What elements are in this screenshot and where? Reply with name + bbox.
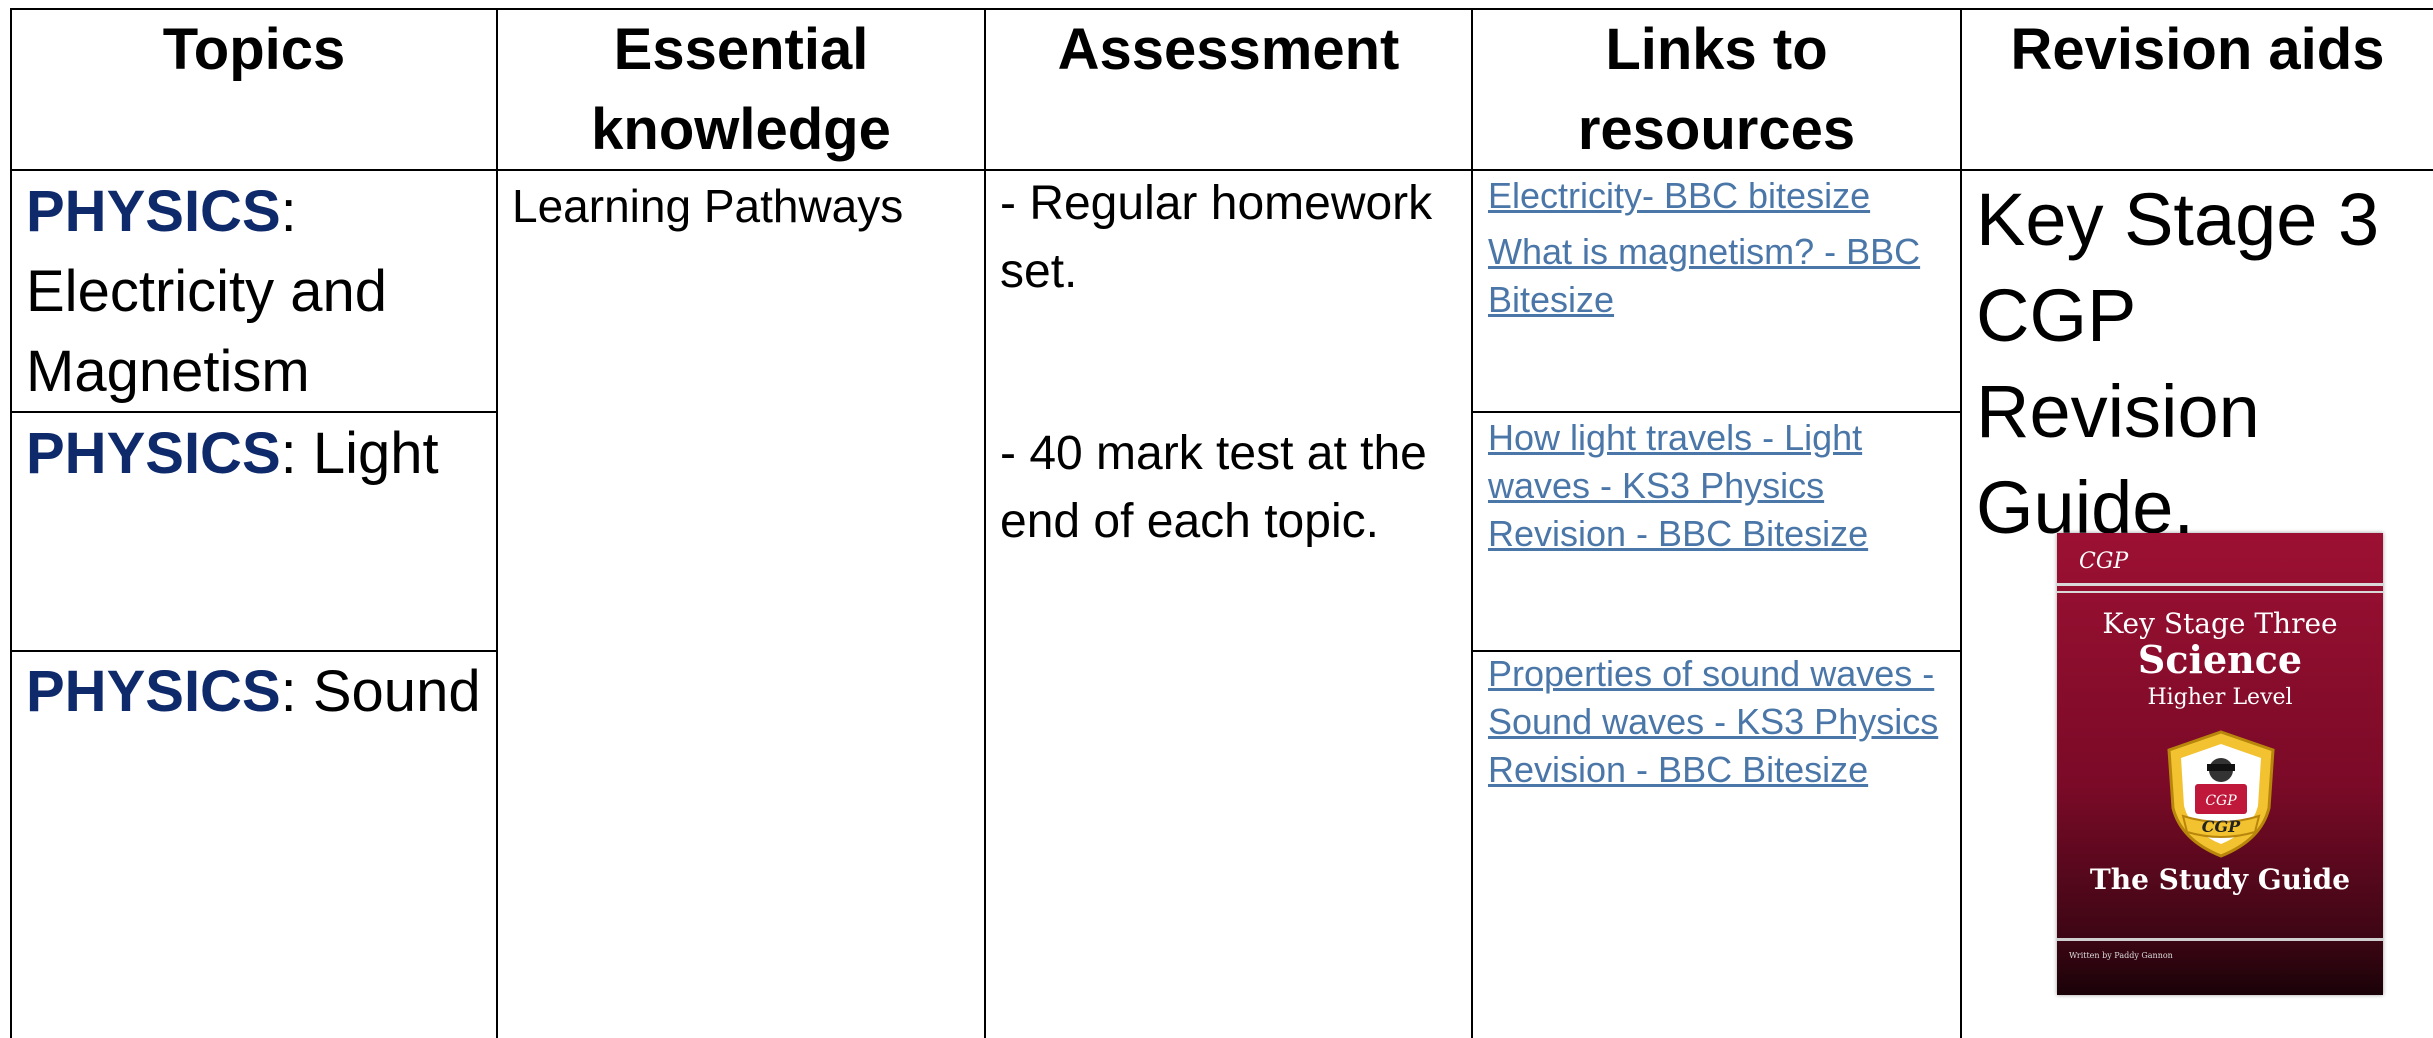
book-stripe xyxy=(2057,583,2383,586)
book-brand: CGP xyxy=(2079,549,2129,574)
row-divider-links-1 xyxy=(1471,411,1961,413)
cgp-crest-icon: CGP CGP xyxy=(2167,730,2275,858)
topic-keyword: PHYSICS xyxy=(26,179,281,244)
assessment-homework-line1: - Regular homework xyxy=(1000,177,1433,230)
header-revision-label: Revision aids xyxy=(2010,17,2385,82)
row-divider-topics-2 xyxy=(10,650,497,652)
header-topics: Topics xyxy=(12,10,496,90)
header-divider xyxy=(10,169,2433,171)
assessment-test: - 40 mark test at the end of each topic. xyxy=(1000,420,1450,556)
header-revision-aids: Revision aids xyxy=(1962,10,2433,90)
header-links-line2: resources xyxy=(1577,97,1856,162)
links-sound: Properties of sound waves - Sound waves … xyxy=(1488,650,1958,794)
topic-keyword: PHYSICS xyxy=(26,659,281,724)
link-properties-of-sound-waves[interactable]: Properties of sound waves - Sound waves … xyxy=(1488,650,1958,794)
link-light-line2: waves - KS3 Physics xyxy=(1488,465,1825,506)
topic-separator: : xyxy=(280,179,297,244)
header-links-to-resources: Links to resources xyxy=(1473,10,1960,170)
header-topics-label: Topics xyxy=(162,17,346,82)
link-electricity-bbc-bitesize[interactable]: Electricity- BBC bitesize xyxy=(1488,175,1871,216)
col-divider-4 xyxy=(1960,8,1962,1038)
links-electricity: Electricity- BBC bitesize What is magnet… xyxy=(1488,172,1958,324)
col-divider-1 xyxy=(496,8,498,1038)
topic-sound: PHYSICS: Sound xyxy=(26,652,481,732)
link-sound-line1: Properties of sound waves - xyxy=(1488,653,1935,694)
book-subject: Science xyxy=(2137,637,2303,682)
crest-banner-label: CGP xyxy=(2202,817,2241,836)
book-author: Written by Paddy Gannon xyxy=(2069,951,2173,960)
revision-line1: Key Stage 3 xyxy=(1976,178,2380,261)
assessment-test-line2: end of each topic. xyxy=(1000,495,1379,548)
essential-knowledge-text: Learning Pathways xyxy=(512,180,904,232)
book-level: Higher Level xyxy=(2147,685,2293,710)
book-stripe xyxy=(2057,938,2383,941)
topic-light-name: : Light xyxy=(280,421,439,486)
col-divider-2 xyxy=(984,8,986,1038)
table-border-left xyxy=(10,8,12,1038)
assessment-test-line1: - 40 mark test at the xyxy=(1000,427,1427,480)
links-light: How light travels - Light waves - KS3 Ph… xyxy=(1488,414,1958,558)
book-stripe xyxy=(2057,591,2383,593)
header-essential-line1: Essential xyxy=(613,17,869,82)
revision-line2: CGP Revision xyxy=(1976,274,2260,453)
link-sound-line3: Revision - BBC Bitesize xyxy=(1488,749,1869,790)
header-essential-knowledge: Essential knowledge xyxy=(498,10,984,170)
link-light-line3: Revision - BBC Bitesize xyxy=(1488,513,1869,554)
revision-aid-text: Key Stage 3 CGP Revision Guide. xyxy=(1976,172,2416,556)
row-divider-links-2 xyxy=(1471,650,1961,652)
assessment-homework-line2: set. xyxy=(1000,245,1078,298)
link-light-line1: How light travels - Light xyxy=(1488,417,1863,458)
link-magnetism-line1: What is magnetism? - BBC xyxy=(1488,231,1921,272)
topic-light: PHYSICS: Light xyxy=(26,414,439,494)
topic-keyword: PHYSICS xyxy=(26,421,281,486)
topic-electricity-magnetism: PHYSICS: Electricity and Magnetism xyxy=(26,172,387,412)
book-series: Key Stage Three xyxy=(2102,607,2338,640)
book-title: The Study Guide xyxy=(2089,863,2351,896)
topic-electricity-line3: Magnetism xyxy=(26,339,310,404)
table-border-top xyxy=(10,8,2433,10)
crest-label: CGP xyxy=(2205,793,2237,809)
col-divider-3 xyxy=(1471,8,1473,1038)
link-what-is-magnetism[interactable]: What is magnetism? - BBC Bitesize xyxy=(1488,228,1958,324)
topic-electricity-line2: Electricity and xyxy=(26,259,388,324)
link-how-light-travels[interactable]: How light travels - Light waves - KS3 Ph… xyxy=(1488,414,1958,558)
topic-sound-name: : Sound xyxy=(280,659,481,724)
link-magnetism-line2: Bitesize xyxy=(1488,279,1615,320)
row-divider-topics-1 xyxy=(10,411,497,413)
header-links-line1: Links to xyxy=(1605,17,1828,82)
header-essential-line2: knowledge xyxy=(591,97,891,162)
header-assessment: Assessment xyxy=(986,10,1471,90)
link-sound-line2: Sound waves - KS3 Physics xyxy=(1488,701,1939,742)
assessment-homework: - Regular homework set. xyxy=(1000,170,1450,306)
cgp-book-cover-image: CGP Key Stage Three Science Higher Level… xyxy=(2057,533,2383,995)
header-assessment-label: Assessment xyxy=(1057,17,1400,82)
